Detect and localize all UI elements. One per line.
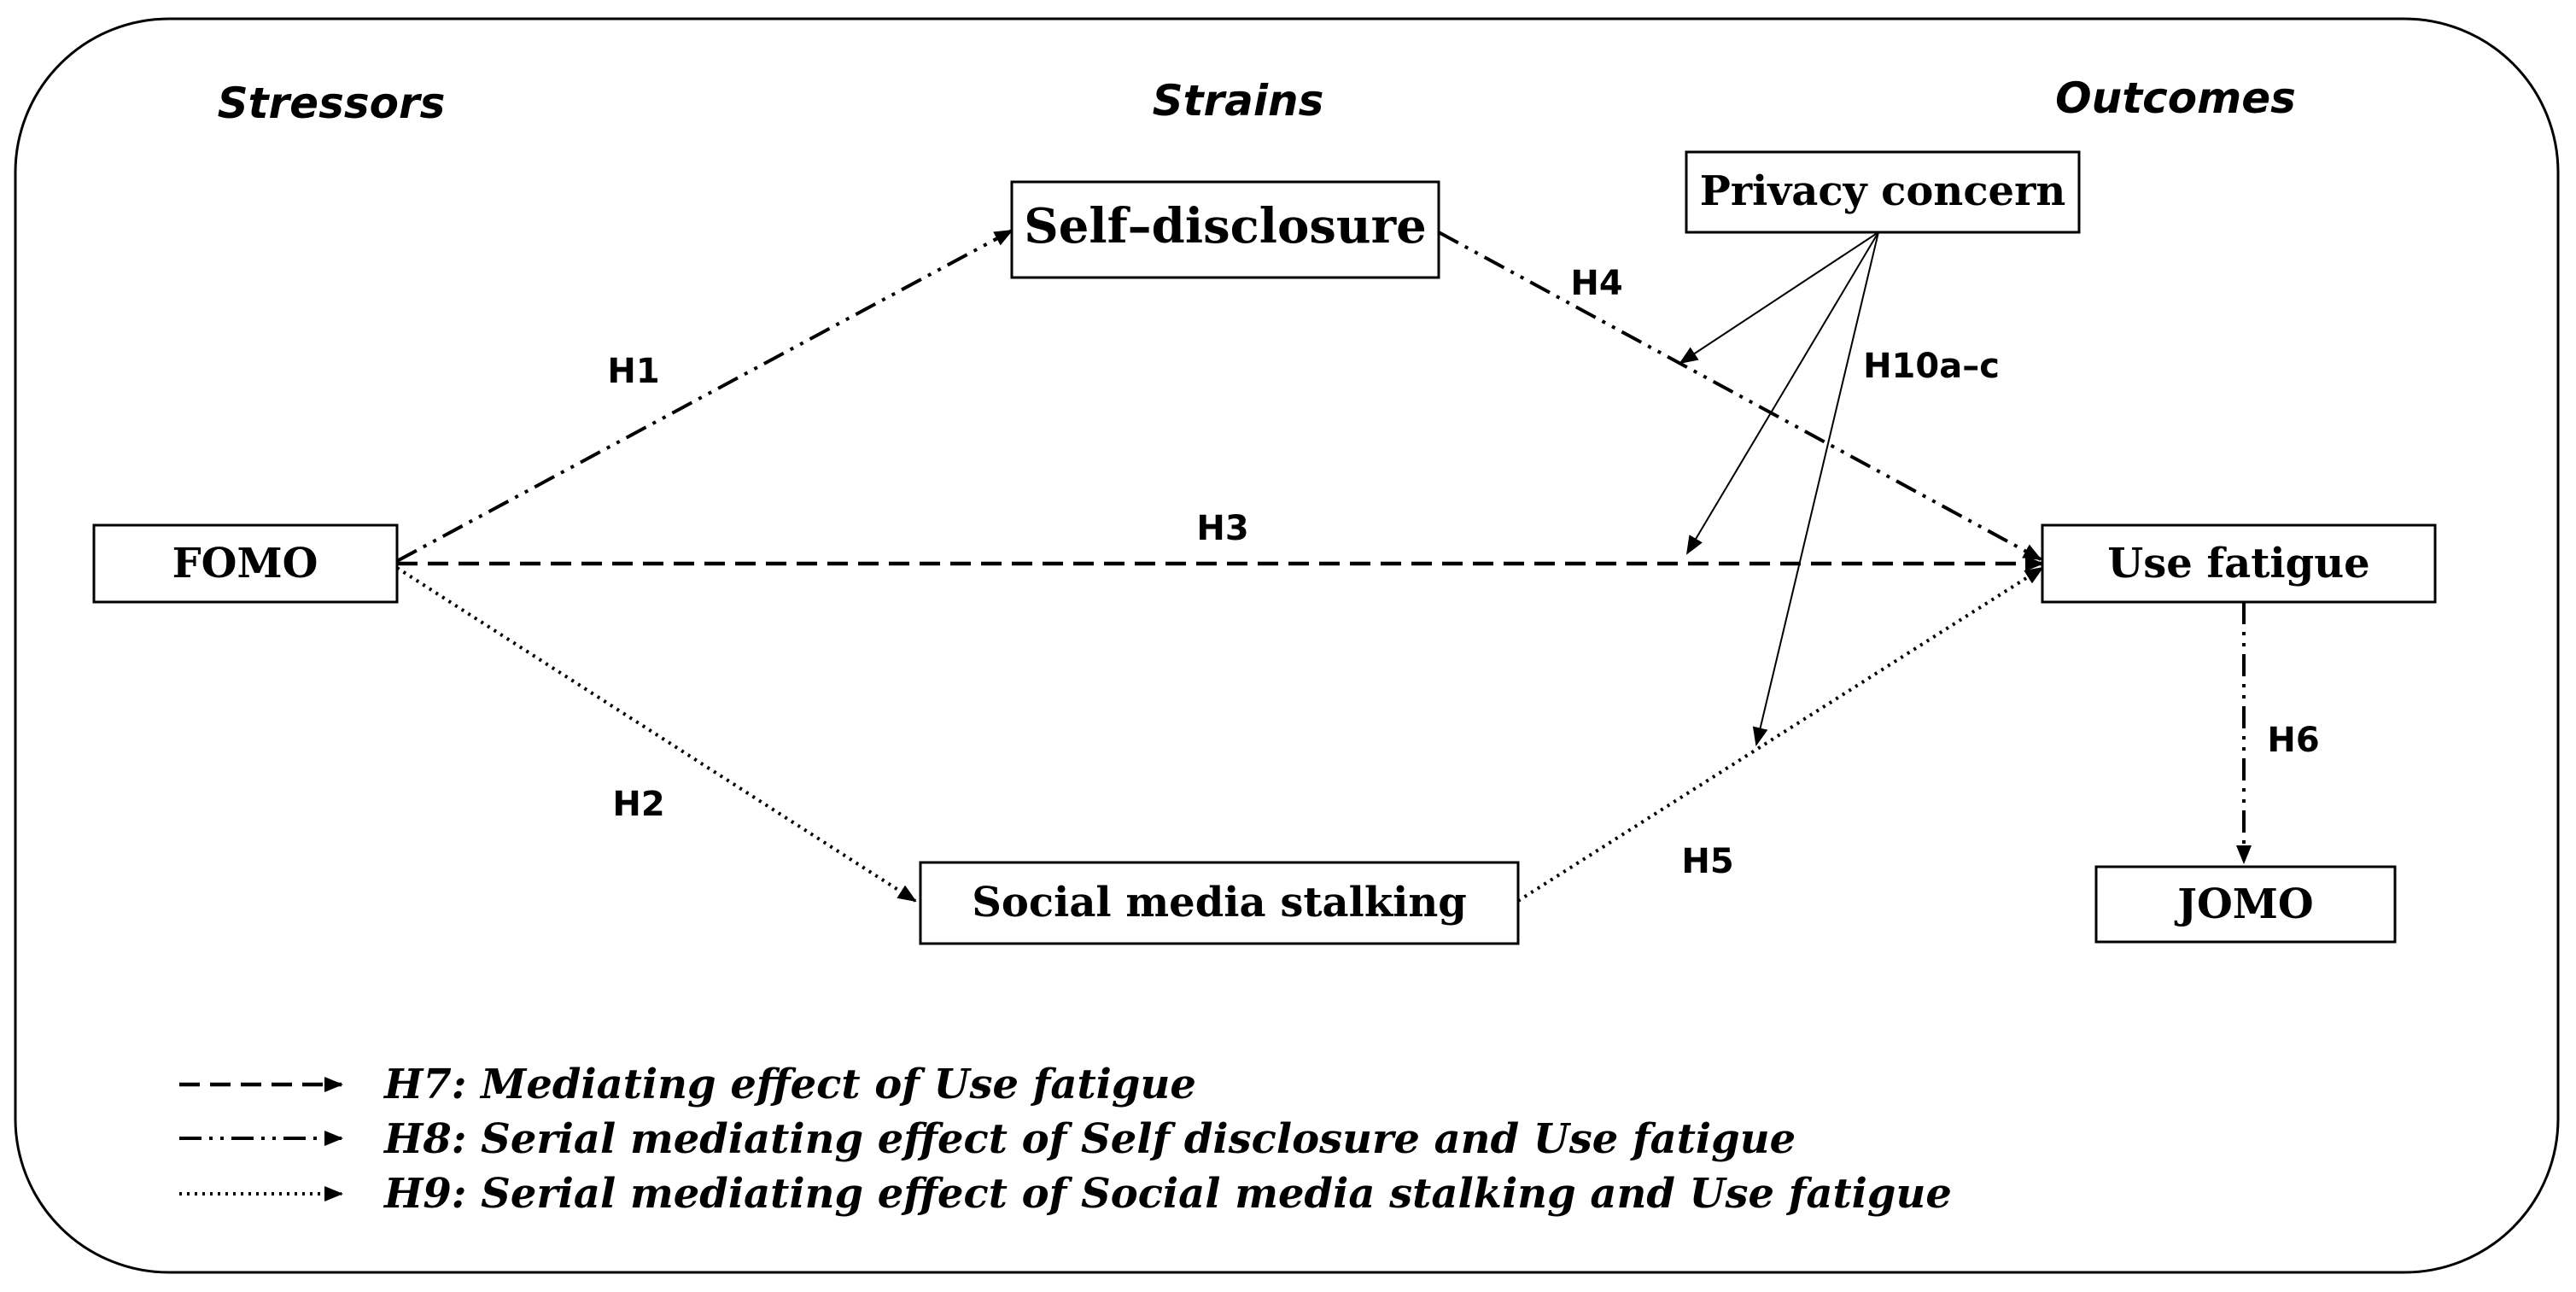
legend: H7: Mediating effect of Use fatigue H8: … (179, 1061, 1952, 1218)
legend-item-h9: H9: Serial mediating effect of Social me… (179, 1170, 1952, 1218)
label-h2: H2 (612, 785, 664, 824)
edge-h1 (396, 229, 1013, 563)
legend-label-h9: H9: Serial mediating effect of Social me… (383, 1170, 1952, 1218)
label-h10a-c: H10a–c (1863, 347, 2000, 386)
label-h3: H3 (1196, 509, 1248, 548)
legend-label-h8: H8: Serial mediating effect of Self disc… (383, 1115, 1796, 1163)
legend-item-h7: H7: Mediating effect of Use fatigue (179, 1061, 1196, 1108)
label-h1: H1 (607, 352, 659, 391)
section-title-outcomes: Outcomes (2055, 73, 2296, 123)
label-h6: H6 (2267, 721, 2319, 760)
section-title-stressors: Stressors (218, 79, 446, 128)
edge-h10c-moderation (1752, 231, 1879, 746)
diagram-frame (14, 17, 2560, 1274)
label-h4: H4 (1570, 264, 1622, 303)
edge-h5 (1516, 566, 2044, 903)
edge-h10b-moderation (1685, 231, 1879, 555)
section-title-strains: Strains (1153, 76, 1324, 126)
node-jomo-label: JOMO (2174, 880, 2313, 928)
node-use-fatigue-label: Use fatigue (2107, 540, 2369, 588)
node-privacy-concern-label: Privacy concern (1700, 167, 2066, 215)
node-fomo-label: FOMO (172, 540, 318, 588)
node-social-media-stalking: Social media stalking (919, 861, 1520, 945)
node-self-disclosure-label: Self–disclosure (1024, 198, 1427, 254)
node-privacy-concern: Privacy concern (1685, 150, 2081, 234)
edge-h2 (395, 566, 917, 903)
label-h5: H5 (1681, 842, 1733, 881)
node-social-media-stalking-label: Social media stalking (972, 879, 1467, 927)
node-self-disclosure: Self–disclosure (1010, 180, 1440, 279)
legend-label-h7: H7: Mediating effect of Use fatigue (383, 1061, 1196, 1108)
node-use-fatigue: Use fatigue (2041, 523, 2437, 604)
edge-h4 (1438, 231, 2042, 561)
legend-item-h8: H8: Serial mediating effect of Self disc… (179, 1115, 1796, 1163)
node-fomo: FOMO (92, 523, 399, 604)
edge-h10a-moderation (1679, 231, 1879, 365)
node-jomo: JOMO (2094, 865, 2397, 944)
